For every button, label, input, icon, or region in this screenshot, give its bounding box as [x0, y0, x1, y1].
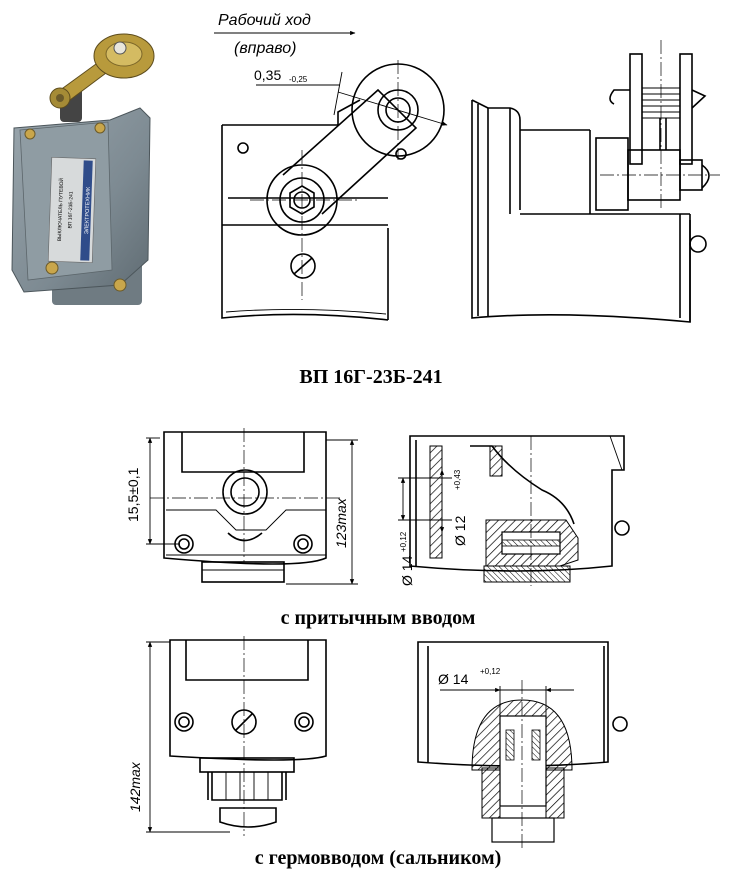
photo-screw-icon	[24, 128, 36, 140]
lever-arm	[282, 88, 418, 215]
gland-front-view: 142max	[127, 636, 327, 836]
caption-plug: с притычным вводом	[281, 607, 476, 629]
photo-label-plate: ВЫКЛЮЧАТЕЛЬ ПУТЕВОЙ ВП 16Г-23Б-241 ЭЛЕКТ…	[47, 156, 97, 264]
photo-screw-icon	[45, 261, 59, 275]
lever-plate	[629, 53, 643, 165]
plug-connector	[201, 561, 285, 583]
dim-outer: Ø 14	[399, 555, 415, 586]
dim-outer-tol: +0,12	[399, 531, 408, 552]
mount-hole	[395, 148, 407, 160]
hex-nut-icon	[289, 185, 315, 215]
top-side-view	[471, 40, 720, 323]
photo-brand: ЭЛЕКТРОТЕХНИК	[84, 186, 92, 234]
dim-hole: Ø 12	[452, 515, 468, 546]
gland-section-view: Ø 14 +0,12	[417, 641, 628, 848]
mount-hole	[293, 534, 313, 554]
mount-hole	[237, 142, 249, 154]
screw-icon	[290, 253, 316, 279]
dim-hole-tol: +0,43	[453, 469, 462, 490]
product-photo: ВЫКЛЮЧАТЕЛЬ ПУТЕВОЙ ВП 16Г-23Б-241 ЭЛЕКТ…	[11, 33, 155, 305]
gap-value: 0,35	[254, 67, 281, 83]
dim-bore: Ø 14	[438, 671, 469, 687]
photo-screw-icon	[113, 278, 127, 292]
dim-height-max-gland: 142max	[127, 761, 143, 812]
motion-label-line2: (вправо)	[234, 40, 297, 57]
model-title: ВП 16Г-23Б-241	[299, 366, 442, 388]
dim-bore-tol: +0,12	[480, 667, 501, 676]
motion-label-line1: Рабочий ход	[218, 12, 311, 29]
photo-screw-icon	[94, 122, 106, 134]
gap-tolerance: -0,25	[289, 75, 308, 84]
caption-gland: с гермовводом (сальником)	[255, 847, 501, 869]
top-front-view: Рабочий ход (вправо) 0,35 -0,25	[214, 12, 448, 321]
cable-gland	[207, 772, 287, 801]
photo-label-line2: ВП 16Г-23Б-241	[67, 191, 74, 229]
plug-front-view: 15,5±0,1 123max	[125, 428, 358, 585]
dim-height-max: 123max	[333, 497, 349, 548]
shaft	[595, 137, 629, 211]
plug-section-view: Ø 12 +0,43 Ø 14 +0,12	[398, 435, 630, 586]
dim-height-offset: 15,5±0,1	[125, 467, 141, 522]
photo-label-line1: ВЫКЛЮЧАТЕЛЬ ПУТЕВОЙ	[55, 177, 65, 241]
